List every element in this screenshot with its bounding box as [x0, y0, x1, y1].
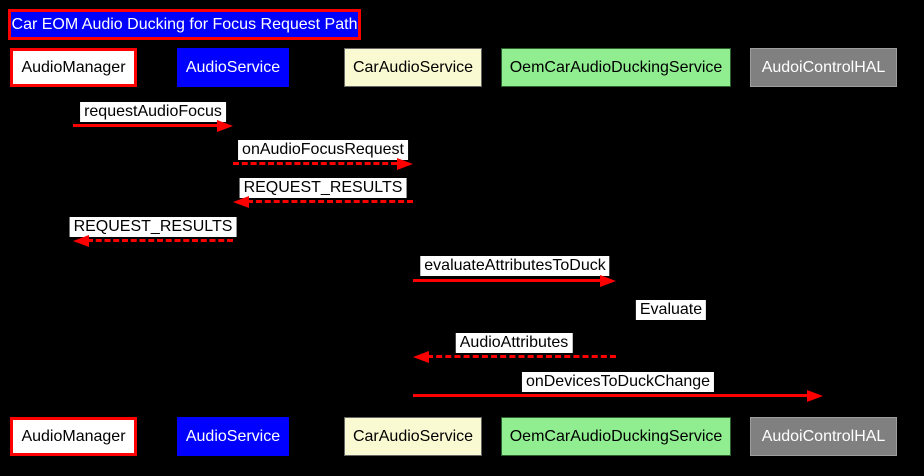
arrowhead-right-icon [217, 120, 233, 132]
participant-oemcaraudioduckingservice-top: OemCarAudioDuckingService [501, 48, 731, 87]
message-label-request-results-1: REQUEST_RESULTS [239, 178, 407, 198]
message-label-audio-attributes: AudioAttributes [455, 333, 573, 353]
arrowhead-left-icon [413, 351, 429, 363]
message-label-request-audio-focus: requestAudioFocus [80, 102, 226, 122]
arrowhead-right-icon [600, 275, 616, 287]
message-label-request-results-2: REQUEST_RESULTS [69, 217, 237, 237]
participant-audioservice-top: AudioService [177, 48, 289, 87]
participant-audoicontrolhal-bottom: AudoiControlHAL [750, 417, 897, 456]
participant-caraudioservice-top: CarAudioService [344, 48, 482, 87]
participant-audiomanager-bottom: AudioManager [10, 417, 137, 456]
arrowhead-right-icon [397, 158, 413, 170]
participant-audiomanager-top: AudioManager [10, 48, 137, 87]
arrowhead-left-icon [233, 196, 249, 208]
message-arrow-evaluate-attributes-to-duck [413, 279, 602, 282]
message-arrow-audio-attributes [427, 355, 616, 358]
message-arrow-request-results-1 [247, 200, 413, 203]
message-arrow-request-results-2 [87, 239, 233, 242]
arrowhead-right-icon [807, 390, 823, 402]
message-label-on-devices-to-duck-change: onDevicesToDuckChange [521, 372, 715, 392]
participant-caraudioservice-bottom: CarAudioService [344, 417, 482, 456]
arrowhead-left-icon [73, 235, 89, 247]
participant-audioservice-bottom: AudioService [177, 417, 289, 456]
message-arrow-request-audio-focus [73, 124, 219, 127]
diagram-title: Car EOM Audio Ducking for Focus Request … [8, 9, 361, 40]
participant-oemcaraudioduckingservice-bottom: OemCarAudioDuckingService [501, 417, 731, 456]
message-label-on-audio-focus-request: onAudioFocusRequest [238, 140, 408, 160]
message-label-evaluate-attributes-to-duck: evaluateAttributesToDuck [420, 256, 610, 276]
message-label-evaluate-self: Evaluate [635, 300, 707, 320]
message-arrow-on-devices-to-duck-change [413, 394, 809, 397]
message-arrow-on-audio-focus-request [233, 162, 397, 165]
participant-audoicontrolhal-top: AudoiControlHAL [750, 48, 897, 87]
